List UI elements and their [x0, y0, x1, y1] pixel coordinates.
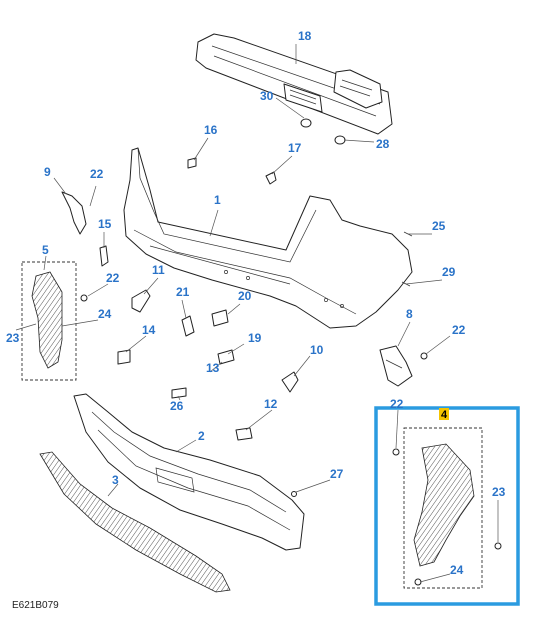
clip-17	[265, 171, 277, 185]
screw-27	[291, 491, 297, 497]
callout-30: 30	[260, 89, 274, 103]
clip-14	[117, 349, 131, 365]
callout-22-detail: 22	[390, 397, 404, 411]
callout-29: 29	[442, 265, 456, 279]
callout-22-top: 22	[90, 167, 104, 181]
callout-23-detail: 23	[492, 485, 506, 499]
fastener-23-detail	[494, 542, 502, 550]
bracket-8-right	[379, 345, 413, 387]
bracket-15	[99, 245, 109, 267]
callout-18: 18	[298, 29, 312, 43]
figure-code: E621B079	[12, 600, 59, 611]
callout-22-left: 22	[106, 271, 120, 285]
callout-27: 27	[330, 467, 344, 481]
bumper-reinforcement-beam	[195, 33, 393, 135]
detail-frame-4-inner	[403, 427, 483, 589]
callout-24-left: 24	[98, 307, 112, 321]
callout-17: 17	[288, 141, 302, 155]
callout-24-detail: 24	[450, 563, 464, 577]
callout-3: 3	[112, 473, 119, 487]
detail-frame-5	[21, 261, 77, 381]
callout-10: 10	[310, 343, 324, 357]
callout-11: 11	[152, 263, 165, 277]
callout-28: 28	[376, 137, 390, 151]
bracket-10	[281, 371, 299, 393]
callout-26: 26	[170, 399, 184, 413]
detail-box-4-label: 4	[439, 408, 449, 421]
clip-26	[171, 387, 187, 399]
callout-14: 14	[142, 323, 156, 337]
bracket-11	[131, 289, 151, 313]
parking-sensor-21	[181, 315, 195, 337]
callout-12: 12	[264, 397, 278, 411]
callout-5: 5	[42, 243, 49, 257]
fastener-22-detail	[392, 448, 400, 456]
lower-valance-panel	[73, 393, 305, 551]
callout-20: 20	[238, 289, 252, 303]
grommet-12	[235, 427, 253, 441]
callout-15: 15	[98, 217, 112, 231]
side-guide-bracket-left	[31, 271, 63, 369]
detail-label-4: 4	[441, 409, 448, 421]
bracket-9	[61, 191, 87, 235]
callout-8: 8	[406, 307, 413, 321]
parking-sensor-20	[211, 309, 229, 327]
beam-nut	[300, 118, 312, 128]
callout-9: 9	[44, 165, 51, 179]
diffuser-panel	[39, 451, 231, 593]
callout-21: 21	[176, 285, 190, 299]
callout-1: 1	[214, 193, 221, 207]
clip-19	[217, 349, 235, 365]
callout-22-right: 22	[452, 323, 466, 337]
callout-13: 13	[206, 361, 220, 375]
fastener-22-left	[80, 294, 88, 302]
beam-stud	[334, 135, 346, 145]
callout-16: 16	[204, 123, 218, 137]
callout-19: 19	[248, 331, 262, 345]
clip-16	[187, 157, 197, 169]
side-guide-bracket-right	[413, 443, 475, 567]
callout-2: 2	[198, 429, 205, 443]
fastener-22-right	[420, 352, 428, 360]
callout-23-left: 23	[6, 331, 20, 345]
detail-label-background	[439, 408, 449, 420]
rear-bumper-cover	[123, 147, 413, 329]
callout-labels: 18 30 28 16 17 1 9 22 15 25 5 11 22 29 2…	[6, 29, 506, 577]
leader-lines	[15, 44, 499, 583]
callout-25: 25	[432, 219, 446, 233]
